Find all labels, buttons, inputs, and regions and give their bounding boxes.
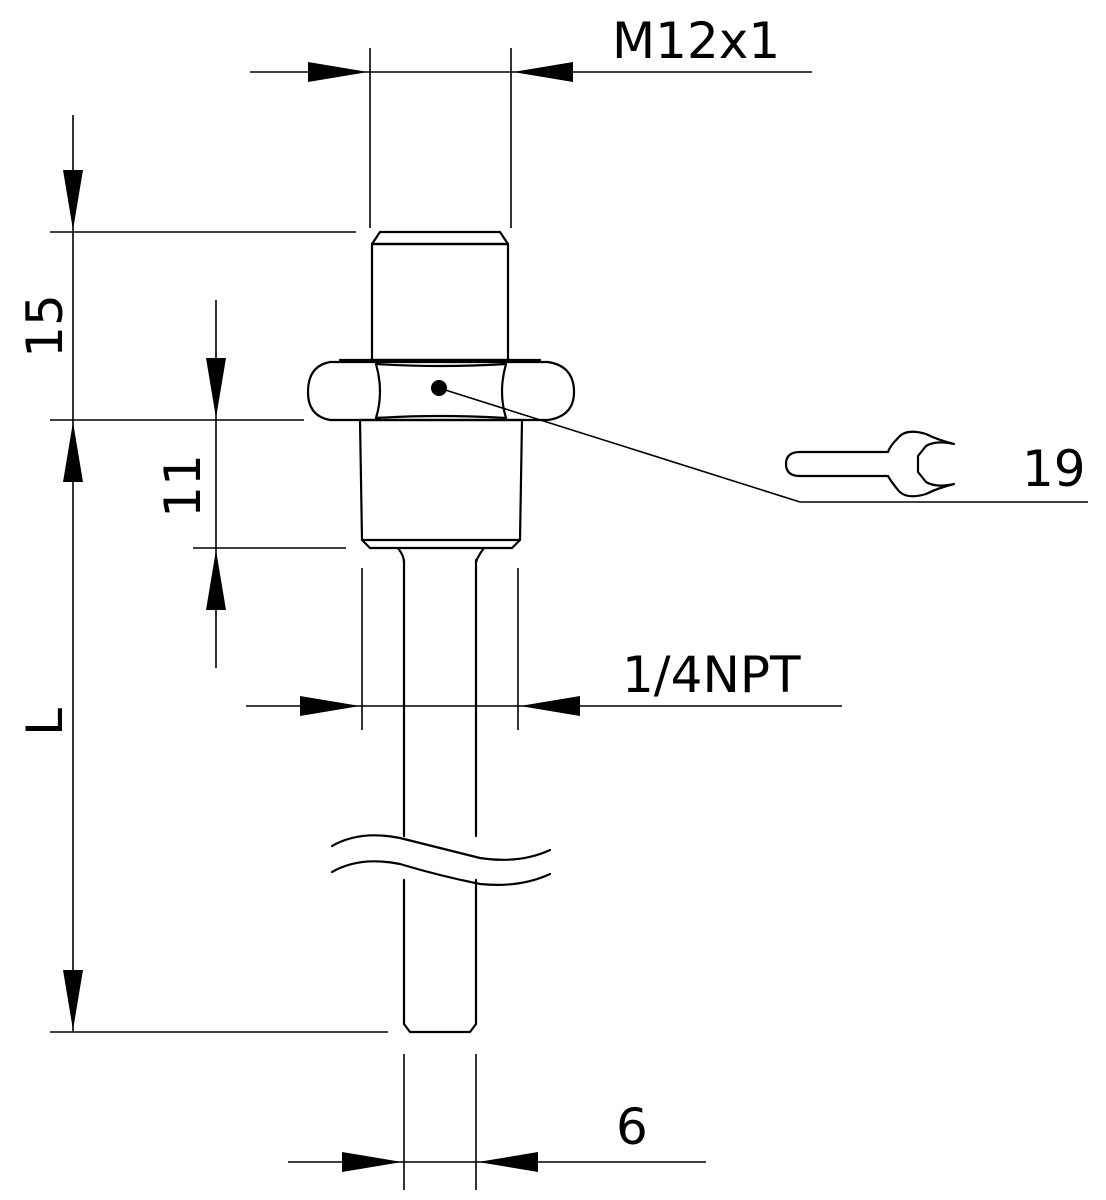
wrench-leader: 19 — [438, 387, 1088, 503]
dim-label-m12x1: M12x1 — [612, 12, 780, 70]
dim-label-15: 15 — [16, 294, 74, 358]
break-line-lower — [330, 860, 552, 886]
dim-label-6: 6 — [616, 1098, 648, 1156]
dim-1-4npt: 1/4NPT — [246, 568, 842, 730]
dim-15: 15 — [16, 115, 356, 1032]
dim-label-11: 11 — [154, 454, 212, 518]
dim-6: 6 — [288, 1054, 706, 1190]
wrench-icon — [784, 430, 956, 498]
dim-11: 11 — [154, 300, 346, 668]
dim-label-1-4npt: 1/4NPT — [622, 646, 801, 704]
connector-body — [338, 230, 542, 362]
dim-l: L — [16, 708, 388, 1033]
dim-label-19: 19 — [1022, 440, 1086, 498]
dim-label-l: L — [16, 708, 74, 736]
dim-m12x1: M12x1 — [250, 12, 812, 228]
probe-tube — [330, 558, 552, 1034]
break-line-upper — [330, 834, 552, 861]
hex-nut — [306, 360, 576, 422]
npt-thread-section — [358, 418, 524, 564]
